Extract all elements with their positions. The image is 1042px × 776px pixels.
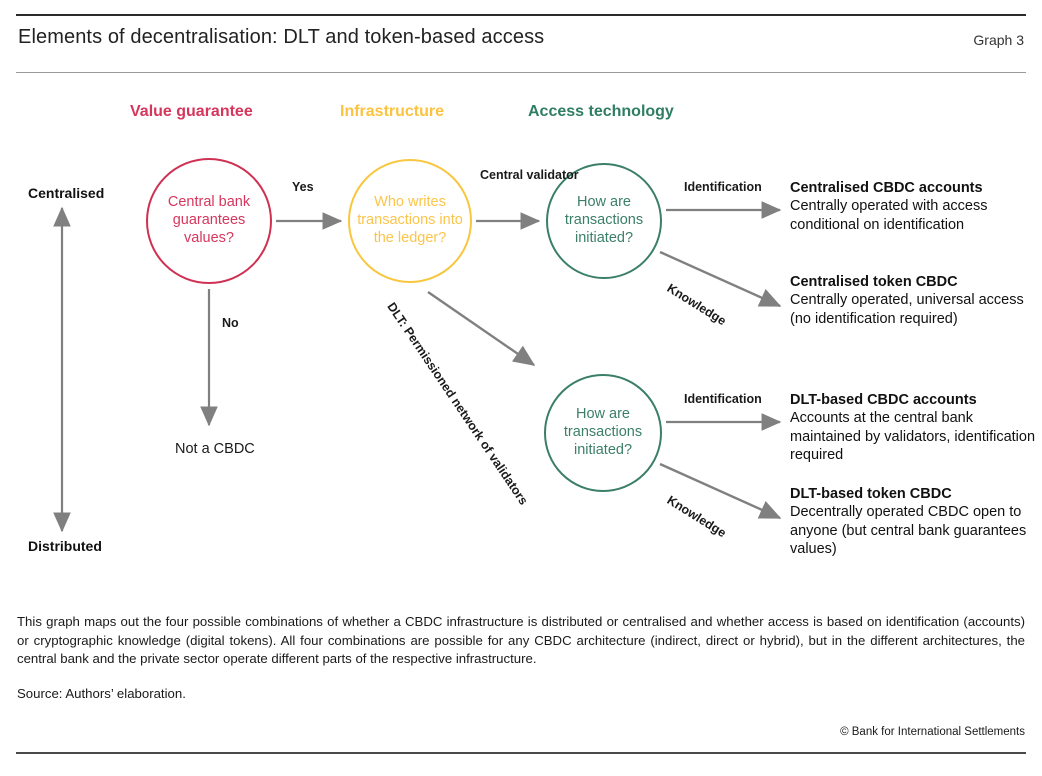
column-header-access-technology: Access technology (528, 103, 674, 120)
node-access-technology-bottom[interactable]: How are transactions initiated? (544, 374, 662, 492)
terminal-not-a-cbdc: Not a CBDC (175, 441, 255, 457)
outcome-dlt-based-cbdc-accounts: DLT-based CBDC accounts Accounts at the … (790, 391, 1040, 465)
page-title: Elements of decentralisation: DLT and to… (18, 26, 545, 48)
edge-label-identification-bottom: Identification (684, 392, 762, 406)
column-header-value-guarantee: Value guarantee (130, 103, 253, 120)
edge-label-knowledge-top: Knowledge (664, 281, 729, 329)
outcome-centralised-token-cbdc: Centralised token CBDC Centrally operate… (790, 273, 1040, 328)
node-infrastructure[interactable]: Who writes transactions into the ledger? (348, 159, 472, 283)
node-access-technology-top-label: How are transactions initiated? (564, 194, 644, 246)
copyright-notice: © Bank for International Settlements (840, 726, 1025, 738)
edge-label-identification-top: Identification (684, 180, 762, 194)
outcome-description: Accounts at the central bank maintained … (790, 410, 1036, 464)
edge-label-central-validator: Central validator (480, 168, 579, 182)
axis-label-centralised: Centralised (28, 185, 105, 201)
edge-label-dlt-permissioned: DLT: Permissioned network of validators (384, 300, 531, 508)
graph-number-label: Graph 3 (973, 32, 1024, 48)
outcome-title: DLT-based token CBDC (790, 486, 952, 502)
column-header-infrastructure: Infrastructure (340, 103, 445, 120)
outcome-title: Centralised CBDC accounts (790, 180, 983, 196)
outcome-dlt-based-token-cbdc: DLT-based token CBDC Decentrally operate… (790, 485, 1040, 559)
footer-rule (16, 752, 1026, 754)
node-value-guarantee-label: Central bank guarantees values? (167, 194, 251, 246)
header-top-rule (16, 14, 1026, 16)
edge-label-knowledge-bottom: Knowledge (664, 493, 729, 541)
outcome-title: Centralised token CBDC (790, 274, 958, 290)
node-infrastructure-label: Who writes transactions into the ledger? (357, 194, 463, 246)
edge-label-no: No (222, 316, 239, 330)
outcome-centralised-cbdc-accounts: Centralised CBDC accounts Centrally oper… (790, 179, 1040, 234)
node-access-technology-bottom-label: How are transactions initiated? (563, 406, 643, 458)
outcome-title: DLT-based CBDC accounts (790, 392, 977, 408)
outcome-description: Centrally operated with access condition… (790, 198, 988, 233)
node-value-guarantee[interactable]: Central bank guarantees values? (146, 158, 272, 284)
outcome-description: Decentrally operated CBDC open to anyone… (790, 504, 1027, 558)
graph-source: Source: Authors’ elaboration. (17, 686, 186, 701)
header-bottom-rule (16, 72, 1026, 73)
axis-label-distributed: Distributed (28, 538, 102, 554)
outcome-description: Centrally operated, universal access (no… (790, 292, 1024, 327)
graph-note: This graph maps out the four possible co… (17, 614, 1025, 667)
node-access-technology-top[interactable]: How are transactions initiated? (546, 163, 662, 279)
edge-label-yes: Yes (292, 180, 314, 194)
